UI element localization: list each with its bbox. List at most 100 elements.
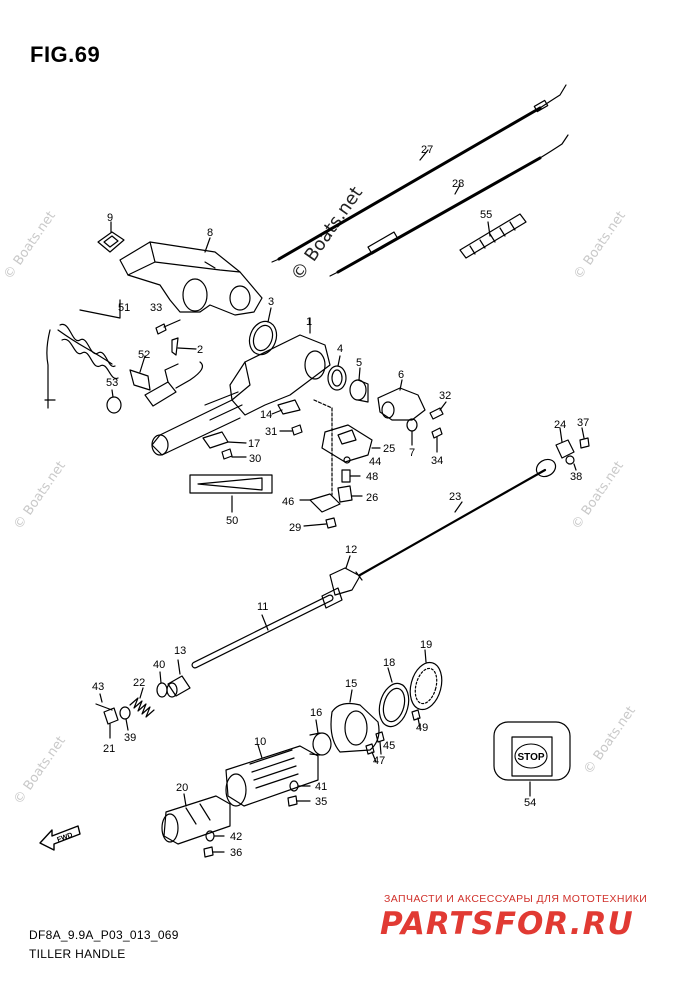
callout-1: 1 xyxy=(306,316,312,328)
callout-17: 17 xyxy=(248,438,260,450)
callout-33: 33 xyxy=(150,302,162,314)
part-35-screw xyxy=(287,795,311,807)
part-54-stop-plate xyxy=(493,721,571,797)
callout-37: 37 xyxy=(577,417,589,429)
figure-title: FIG.69 xyxy=(30,42,101,67)
part-47-screw xyxy=(365,743,377,763)
part-23-shaft xyxy=(355,458,557,581)
callout-40: 40 xyxy=(153,659,165,671)
callout-20: 20 xyxy=(176,782,188,794)
callout-9: 9 xyxy=(107,212,113,224)
watermark-center: © Boats.net xyxy=(287,183,367,285)
part-6-housing xyxy=(377,379,426,421)
watermark-left-mid: © Boats.net xyxy=(11,459,69,533)
part-19-plate xyxy=(409,649,443,711)
part-8-bracket xyxy=(119,237,263,316)
part-2-pin xyxy=(171,337,197,356)
part-34-bolt xyxy=(431,427,443,453)
part-38-nut xyxy=(565,455,577,471)
part-48-bolt xyxy=(341,469,361,483)
part-25-bracket xyxy=(321,424,381,463)
part-43-pin xyxy=(95,693,113,711)
watermark-right-low: © Boats.net xyxy=(581,704,639,778)
callout-10: 10 xyxy=(254,736,266,748)
watermark-left-low: © Boats.net xyxy=(11,734,69,808)
callout-numbers: 1 2 3 4 5 6 7 8 9 10 11 12 13 14 15 16 1… xyxy=(92,144,589,859)
callout-47: 47 xyxy=(373,755,385,767)
callout-26: 26 xyxy=(366,492,378,504)
callout-55: 55 xyxy=(480,209,492,221)
stop-oval xyxy=(514,743,548,769)
callout-28: 28 xyxy=(452,178,464,190)
diagram-name: TILLER HANDLE xyxy=(29,947,126,961)
callout-43: 43 xyxy=(92,681,104,693)
part-3-ring xyxy=(248,307,278,356)
part-37-screw xyxy=(579,427,590,449)
part-15-cover xyxy=(330,689,380,753)
callout-35: 35 xyxy=(315,796,327,808)
callout-23: 23 xyxy=(449,491,461,503)
callout-19: 19 xyxy=(420,639,432,651)
callout-14: 14 xyxy=(260,409,272,421)
callout-44: 44 xyxy=(369,456,381,468)
callout-52: 52 xyxy=(138,349,150,361)
callout-22: 22 xyxy=(133,677,145,689)
shop-tagline: ЗАПЧАСТИ И АКСЕССУАРЫ ДЛЯ МОТОТЕХНИКИ xyxy=(384,893,648,905)
part-36-screw xyxy=(203,846,225,858)
part-27-cable xyxy=(271,84,567,263)
part-55-sleeve xyxy=(459,213,527,259)
part-22-spring xyxy=(129,687,155,718)
callout-31: 31 xyxy=(265,426,277,438)
callout-15: 15 xyxy=(345,678,357,690)
watermark-right-top: © Boats.net xyxy=(571,209,629,283)
shop-logo[interactable]: PARTSFOR.RU xyxy=(380,906,634,942)
part-21-pin xyxy=(103,707,119,739)
part-13-collar xyxy=(166,659,191,698)
callout-21: 21 xyxy=(103,743,115,755)
part-9 xyxy=(97,221,125,253)
callout-4: 4 xyxy=(337,343,343,355)
watermark-right-mid: © Boats.net xyxy=(569,459,627,533)
part-49-screw xyxy=(411,709,421,729)
part-14-plate xyxy=(271,399,301,415)
part-33-screw xyxy=(155,319,181,335)
part-18-ring xyxy=(378,667,410,728)
part-11-rod xyxy=(191,587,343,669)
part-stop-switch xyxy=(144,361,203,407)
callout-7: 7 xyxy=(409,447,415,459)
callout-34: 34 xyxy=(431,455,443,467)
callout-18: 18 xyxy=(383,657,395,669)
part-5-bushing xyxy=(349,367,369,403)
callout-46: 46 xyxy=(282,496,294,508)
callout-2: 2 xyxy=(197,344,203,356)
diagram-code: DF8A_9.9A_P03_013_069 xyxy=(29,928,179,942)
part-46-clamp xyxy=(299,493,341,513)
part-40-washer xyxy=(156,671,168,698)
callout-13: 13 xyxy=(174,645,186,657)
part-41-collar xyxy=(289,780,311,792)
part-44-nut xyxy=(343,456,351,464)
callout-16: 16 xyxy=(310,707,322,719)
part-7-washer xyxy=(406,418,418,446)
part-10-grip xyxy=(225,744,319,807)
part-50-decal xyxy=(189,474,273,513)
callout-36: 36 xyxy=(230,847,242,859)
part-24-bracket xyxy=(555,427,575,459)
callout-51: 51 xyxy=(118,302,130,314)
callout-54: 54 xyxy=(524,797,536,809)
part-51-lanyard xyxy=(44,299,121,409)
callout-53: 53 xyxy=(106,377,118,389)
fwd-arrow-icon xyxy=(39,825,81,851)
callout-12: 12 xyxy=(345,544,357,556)
part-1-tiller-arm xyxy=(151,317,331,456)
part-52-clip xyxy=(129,355,151,391)
part-16-bushing xyxy=(309,719,332,756)
callout-25: 25 xyxy=(383,443,395,455)
part-20-grip xyxy=(161,793,231,845)
part-4-ring xyxy=(327,355,347,391)
callout-48: 48 xyxy=(366,471,378,483)
part-32-bolt xyxy=(429,401,447,420)
callout-27: 27 xyxy=(421,144,433,156)
